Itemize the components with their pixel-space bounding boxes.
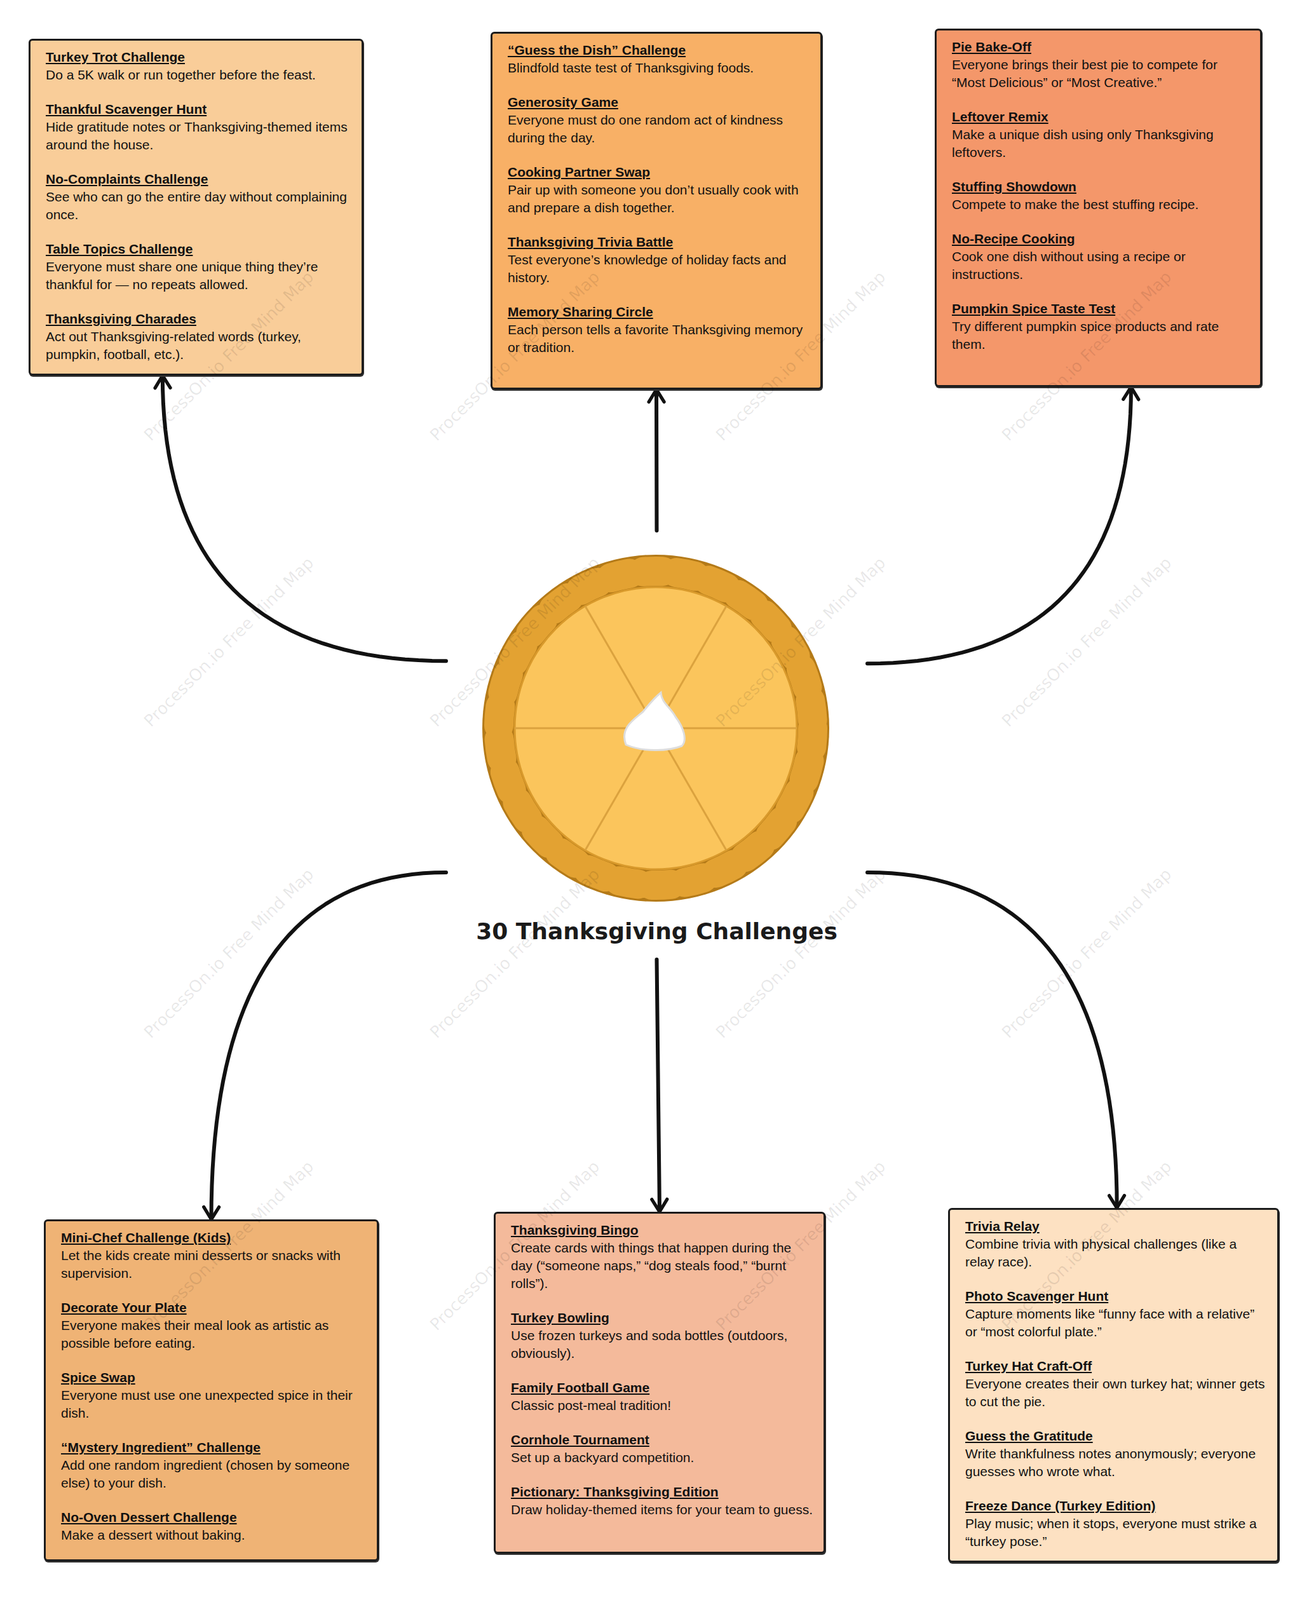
challenge-name: Spice Swap xyxy=(61,1368,367,1387)
whipped-cream xyxy=(624,692,686,751)
challenge-box: Pie Bake-OffEveryone brings their best p… xyxy=(934,28,1262,387)
challenge-name: Photo Scavenger Hunt xyxy=(965,1287,1268,1306)
challenge-description: Add one random ingredient (chosen by som… xyxy=(61,1456,367,1493)
challenge-description: Pair up with someone you don’t usually c… xyxy=(507,181,811,217)
map-title: 30 Thanksgiving Challenges xyxy=(446,917,868,946)
challenge-box: Mini-Chef Challenge (Kids)Let the kids c… xyxy=(43,1219,379,1562)
challenge-description: Play music; when it stops, everyone must… xyxy=(965,1514,1268,1551)
challenge-description: Write thankfulness notes anonymously; ev… xyxy=(965,1444,1268,1481)
challenge-description: Everyone creates their own turkey hat; w… xyxy=(965,1375,1268,1411)
challenge-description: Try different pumpkin spice products and… xyxy=(951,317,1250,354)
challenge-description: Do a 5K walk or run together before the … xyxy=(45,66,352,84)
challenge-description: Use frozen turkeys and soda bottles (out… xyxy=(510,1326,814,1363)
pie-crust-scallops xyxy=(498,571,813,886)
challenge-description: Classic post-meal tradition! xyxy=(510,1396,814,1415)
pie-slice-line xyxy=(585,606,727,851)
challenge-name: Cornhole Tournament xyxy=(510,1431,814,1449)
challenge-name: Guess the Gratitude xyxy=(965,1427,1268,1445)
challenge-description: Make a dessert without baking. xyxy=(61,1526,367,1545)
challenge-name: No-Complaints Challenge xyxy=(45,170,352,189)
branch-arrow xyxy=(657,959,661,1212)
challenge-name: No-Oven Dessert Challenge xyxy=(61,1508,367,1527)
challenge-name: “Guess the Dish” Challenge xyxy=(507,41,811,60)
challenge-name: “Mystery Ingredient” Challenge xyxy=(61,1438,367,1457)
challenge-name: Decorate Your Plate xyxy=(61,1298,367,1317)
challenge-name: Table Topics Challenge xyxy=(45,240,352,258)
challenge-description: Capture moments like “funny face with a … xyxy=(965,1305,1268,1341)
branch-arrow xyxy=(867,872,1118,1208)
challenge-description: Hide gratitude notes or Thanksgiving-the… xyxy=(45,118,352,154)
challenge-name: Thanksgiving Charades xyxy=(45,310,352,328)
challenge-description: Draw holiday-themed items for your team … xyxy=(510,1500,814,1519)
challenge-name: Turkey Bowling xyxy=(510,1309,814,1327)
watermark: ProcessOn.io Free Mind Map xyxy=(712,553,890,731)
challenge-name: Generosity Game xyxy=(507,93,811,112)
challenge-name: Turkey Trot Challenge xyxy=(45,48,352,67)
challenge-description: Everyone must share one unique thing the… xyxy=(45,257,352,294)
challenge-box: Turkey Trot ChallengeDo a 5K walk or run… xyxy=(28,38,364,376)
challenge-name: Turkey Hat Craft-Off xyxy=(965,1357,1268,1376)
challenge-name: Mini-Chef Challenge (Kids) xyxy=(61,1228,367,1247)
challenge-description: Combine trivia with physical challenges … xyxy=(965,1235,1268,1271)
challenge-name: Leftover Remix xyxy=(951,108,1250,126)
challenge-name: Trivia Relay xyxy=(965,1217,1268,1236)
challenge-name: Memory Sharing Circle xyxy=(507,303,811,321)
challenge-description: Everyone brings their best pie to compet… xyxy=(951,55,1250,92)
challenge-description: Set up a backyard competition. xyxy=(510,1448,814,1467)
challenge-description: Create cards with things that happen dur… xyxy=(510,1239,814,1293)
central-topic: 30 Thanksgiving Challenges xyxy=(446,530,868,960)
challenge-box: Trivia RelayCombine trivia with physical… xyxy=(948,1207,1280,1563)
challenge-description: Test everyone’s knowledge of holiday fac… xyxy=(507,250,811,287)
challenge-name: Freeze Dance (Turkey Edition) xyxy=(965,1497,1268,1515)
challenge-description: Cook one dish without using a recipe or … xyxy=(951,247,1250,284)
challenge-description: Everyone must use one unexpected spice i… xyxy=(61,1386,367,1423)
pie-crust-base xyxy=(482,554,830,902)
branch-arrow xyxy=(867,386,1132,664)
challenge-description: Act out Thanksgiving-related words (turk… xyxy=(45,327,352,364)
watermark: ProcessOn.io Free Mind Map xyxy=(426,864,604,1043)
challenge-name: No-Recipe Cooking xyxy=(951,230,1250,248)
challenge-description: Blindfold taste test of Thanksgiving foo… xyxy=(507,59,811,77)
watermark: ProcessOn.io Free Mind Map xyxy=(140,864,318,1043)
challenge-description: See who can go the entire day without co… xyxy=(45,188,352,224)
challenge-name: Thanksgiving Trivia Battle xyxy=(507,233,811,251)
challenge-description: Make a unique dish using only Thanksgivi… xyxy=(951,125,1250,162)
challenge-name: Pie Bake-Off xyxy=(951,38,1250,56)
challenge-name: Cooking Partner Swap xyxy=(507,163,811,182)
challenge-description: Let the kids create mini desserts or sna… xyxy=(61,1246,367,1283)
challenge-description: Compete to make the best stuffing recipe… xyxy=(951,195,1250,214)
challenge-name: Pumpkin Spice Taste Test xyxy=(951,299,1250,318)
challenge-description: Each person tells a favorite Thanksgivin… xyxy=(507,320,811,357)
branch-arrow xyxy=(162,375,447,661)
branch-arrow xyxy=(654,389,659,531)
challenge-name: Thankful Scavenger Hunt xyxy=(45,100,352,119)
challenge-box: “Guess the Dish” ChallengeBlindfold tast… xyxy=(490,31,823,390)
watermark: ProcessOn.io Free Mind Map xyxy=(712,864,890,1043)
challenge-name: Family Football Game xyxy=(510,1378,814,1397)
branch-arrow xyxy=(211,872,447,1220)
challenge-box: Thanksgiving BingoCreate cards with thin… xyxy=(493,1211,826,1554)
watermark: ProcessOn.io Free Mind Map xyxy=(998,553,1176,731)
challenge-description: Everyone makes their meal look as artist… xyxy=(61,1316,367,1353)
watermark: ProcessOn.io Free Mind Map xyxy=(426,553,604,731)
challenge-name: Stuffing Showdown xyxy=(951,177,1250,196)
pie-filling xyxy=(514,587,797,870)
challenge-name: Pictionary: Thanksgiving Edition xyxy=(510,1483,814,1501)
watermark: ProcessOn.io Free Mind Map xyxy=(140,553,318,731)
pie-slice-line xyxy=(585,606,727,851)
challenge-name: Thanksgiving Bingo xyxy=(510,1221,814,1240)
watermark: ProcessOn.io Free Mind Map xyxy=(998,864,1176,1043)
challenge-description: Everyone must do one random act of kindn… xyxy=(507,111,811,147)
